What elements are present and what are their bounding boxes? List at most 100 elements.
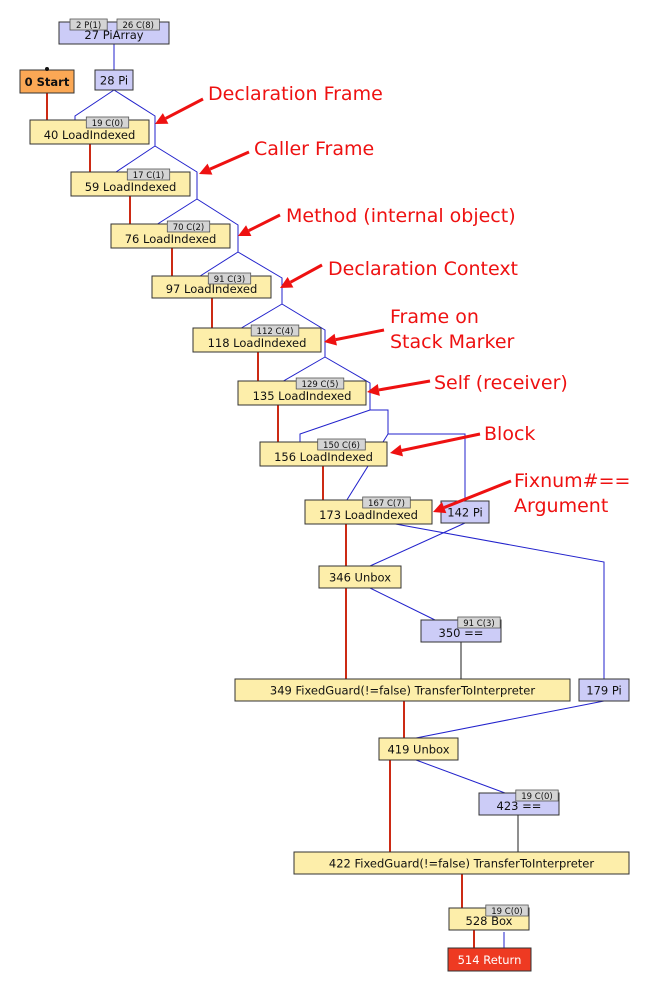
node-label: 514 Return — [458, 953, 522, 967]
node-badge-box — [485, 904, 529, 917]
annotation-arrowhead — [155, 113, 169, 124]
node-label: 422 FixedGuard(!=false) TransferToInterp… — [329, 857, 594, 871]
graph-edge — [415, 700, 605, 739]
graph-edge — [415, 759, 506, 794]
annotation-label: Method (internal object) — [286, 205, 516, 227]
graph-node-423[interactable]: 423 ==19 C(0) — [478, 789, 560, 816]
graph-edge — [196, 251, 239, 279]
annotation-arrowhead — [324, 333, 337, 346]
graph-edge — [389, 522, 605, 679]
annotation-arrow — [164, 97, 204, 120]
annotation-arrow — [443, 479, 512, 509]
node-label: 346 Unbox — [329, 571, 391, 585]
graph-node-179[interactable]: 179 Pi — [578, 678, 630, 702]
node-label: 0 Start — [25, 75, 70, 89]
annotation-label: Stack Marker — [390, 331, 515, 353]
node-box — [578, 678, 630, 702]
node-label: 59 LoadIndexed — [85, 180, 177, 194]
annotation-caller-frame: Caller Frame — [199, 138, 374, 175]
node-box — [234, 678, 571, 702]
node-badge-box — [250, 324, 300, 337]
graph-edge — [369, 522, 466, 567]
node-badge-box — [69, 18, 108, 31]
node-label: 350 == — [439, 626, 484, 640]
node-badge: 91 C(3) — [463, 619, 495, 629]
graph-edge — [299, 409, 371, 444]
node-label: 76 LoadIndexed — [125, 232, 217, 246]
annotation-block: Block — [390, 423, 535, 457]
annotation-arrowhead — [199, 163, 213, 175]
node-label: 40 LoadIndexed — [44, 128, 136, 142]
graph-edge — [74, 89, 115, 120]
node-badge-box — [295, 377, 345, 390]
annotation-arrow — [209, 150, 250, 171]
node-label: 419 Unbox — [387, 743, 449, 757]
annotation-arrowhead — [390, 444, 403, 457]
graph-edge — [237, 303, 283, 331]
node-label: 179 Pi — [586, 684, 621, 698]
annotation-declaration-frame: Declaration Frame — [155, 83, 383, 124]
node-label: 28 Pi — [100, 74, 128, 88]
annotation-fixnum-argument: Fixnum#== Argument — [433, 470, 630, 517]
node-label: 349 FixedGuard(!=false) TransferToInterp… — [270, 684, 535, 698]
graph-node-0[interactable]: 0 Start — [19, 69, 75, 94]
annotation-frame-on-stack: Frame on Stack Marker — [324, 306, 515, 353]
graph-node-349[interactable]: 349 FixedGuard(!=false) TransferToInterp… — [234, 678, 571, 702]
node-badge-box — [515, 789, 559, 802]
node-badge: 2 P(1) — [76, 21, 101, 31]
graph-edge — [369, 587, 436, 621]
annotation-label: Self (receiver) — [434, 372, 568, 394]
graph-node-514[interactable]: 514 Return — [447, 947, 532, 972]
node-badge: 17 C(1) — [133, 171, 165, 181]
graph-node-419[interactable]: 419 Unbox — [378, 737, 459, 761]
annotation-label: Declaration Frame — [208, 83, 383, 105]
node-label: 173 LoadIndexed — [319, 508, 418, 522]
annotation-arrow — [289, 263, 323, 284]
node-box — [447, 947, 532, 972]
annotation-label: Caller Frame — [254, 138, 374, 160]
annotation-label: Fixnum#== — [514, 470, 630, 492]
node-badge-box — [317, 438, 366, 451]
annotation-arrowhead — [280, 276, 294, 288]
graph-node-422[interactable]: 422 FixedGuard(!=false) TransferToInterp… — [293, 851, 630, 875]
node-badge: 19 C(0) — [92, 119, 124, 129]
node-label: 142 Pi — [447, 506, 482, 520]
node-badge: 70 C(2) — [173, 223, 205, 233]
node-badge: 129 C(5) — [302, 380, 339, 390]
annotation-self-receiver: Self (receiver) — [367, 372, 568, 396]
node-badge: 150 C(6) — [323, 441, 360, 451]
node-box — [293, 851, 630, 875]
node-box — [318, 565, 402, 589]
node-badge-box — [85, 116, 130, 129]
graph-node-28[interactable]: 28 Pi — [94, 69, 134, 91]
graph-node-142[interactable]: 142 Pi — [440, 500, 490, 524]
node-label: 118 LoadIndexed — [208, 336, 307, 350]
node-badge-box — [116, 18, 160, 31]
annotation-arrow — [401, 432, 481, 452]
graph-node-346[interactable]: 346 Unbox — [318, 565, 402, 589]
start-port-dot — [45, 67, 49, 71]
node-label: 528 Box — [466, 914, 513, 928]
annotation-label: Frame on — [390, 306, 479, 328]
node-box — [94, 69, 134, 91]
annotation-method: Method (internal object) — [238, 205, 516, 236]
node-label: 423 == — [497, 799, 542, 813]
node-badge: 19 C(0) — [521, 792, 553, 802]
annotation-arrow — [248, 213, 281, 232]
graph-node-350[interactable]: 350 ==91 C(3) — [420, 616, 502, 643]
annotation-label: Argument — [514, 495, 608, 517]
annotation-arrowhead — [367, 384, 380, 396]
node-badge: 91 C(3) — [214, 275, 246, 285]
